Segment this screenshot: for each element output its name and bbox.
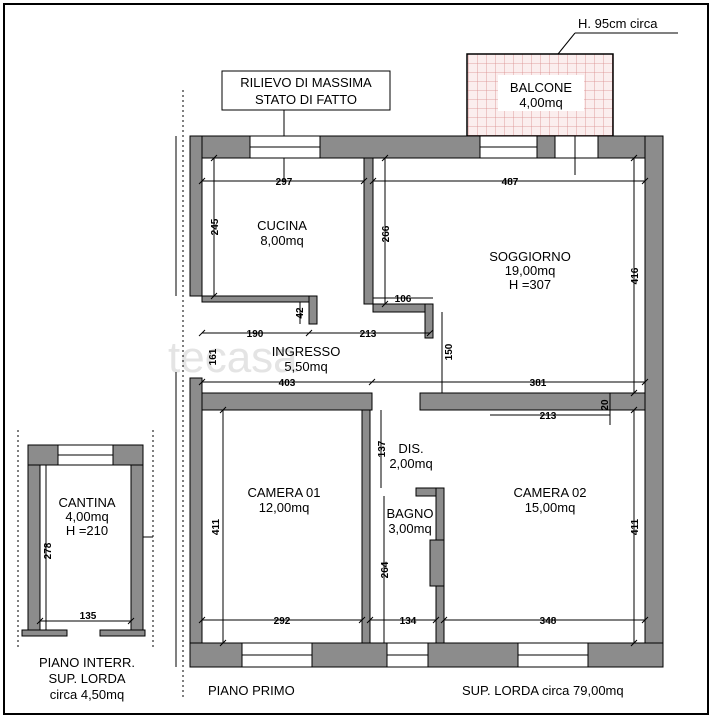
- dim-278: 278: [43, 542, 54, 559]
- room-labels: BALCONE 4,00mq CUCINA 8,00mq SOGGIORNO 1…: [248, 80, 587, 536]
- dim-297: 297: [276, 177, 293, 188]
- room-soggiorno-area: 19,00mq: [505, 263, 556, 278]
- room-soggiorno-height: H =307: [509, 277, 551, 292]
- room-dis-area: 2,00mq: [389, 456, 432, 471]
- page-frame: [3, 3, 709, 715]
- room-cucina-area: 8,00mq: [260, 233, 303, 248]
- room-camera01-name: CAMERA 01: [248, 485, 321, 500]
- dim-134: 134: [400, 616, 417, 627]
- dimension-ticks: [198, 154, 649, 647]
- dim-411-right: 411: [630, 518, 641, 535]
- survey-note-line2: STATO DI FATTO: [255, 92, 357, 107]
- room-cantina-name: CANTINA: [58, 495, 115, 510]
- dim-213-bottom: 213: [540, 411, 557, 422]
- dim-266: 266: [381, 225, 392, 242]
- dim-348: 348: [540, 616, 557, 627]
- room-cantina-height: H =210: [66, 523, 108, 538]
- room-camera02-name: CAMERA 02: [514, 485, 587, 500]
- dim-106: 106: [395, 294, 412, 305]
- total-area-label: SUP. LORDA circa 79,00mq: [462, 683, 624, 698]
- walls: [189, 135, 664, 668]
- balcony-label-bg: [498, 75, 584, 111]
- room-ingresso-area: 5,50mq: [284, 359, 327, 374]
- dim-213-top: 213: [360, 329, 377, 340]
- room-balcone-name: BALCONE: [510, 80, 572, 95]
- room-camera01-area: 12,00mq: [259, 500, 310, 515]
- room-cucina-name: CUCINA: [257, 218, 307, 233]
- dim-161: 161: [208, 348, 219, 365]
- cantina-plan: [17, 430, 154, 650]
- dim-190: 190: [247, 329, 264, 340]
- dim-150: 150: [444, 343, 455, 360]
- survey-note-line1: RILIEVO DI MASSIMA: [240, 75, 372, 90]
- dim-381: 381: [530, 378, 547, 389]
- basement-label-line1: PIANO INTERR.: [39, 655, 135, 670]
- dim-416: 416: [630, 267, 641, 284]
- dim-245: 245: [210, 218, 221, 235]
- room-camera02-area: 15,00mq: [525, 500, 576, 515]
- dim-42: 42: [295, 307, 306, 319]
- room-dis-name: DIS.: [398, 441, 423, 456]
- dim-403: 403: [279, 378, 296, 389]
- dim-137: 137: [377, 440, 388, 457]
- basement-label-line2: SUP. LORDA: [48, 671, 125, 686]
- room-soggiorno-name: SOGGIORNO: [489, 249, 571, 264]
- dim-20: 20: [600, 399, 611, 411]
- dimension-labels: 297 487 245 266 416 106 42 190 213 150 1…: [208, 177, 641, 627]
- room-cantina-area: 4,00mq: [65, 509, 108, 524]
- watermark: tecasa: [168, 333, 298, 382]
- balcony-note-leader: [557, 32, 576, 55]
- survey-note-box: [221, 70, 391, 111]
- room-bagno-area: 3,00mq: [388, 521, 431, 536]
- room-ingresso-name: INGRESSO: [272, 344, 341, 359]
- room-balcone-area: 4,00mq: [519, 95, 562, 110]
- dim-411-left: 411: [211, 518, 222, 535]
- room-bagno-name: BAGNO: [387, 506, 434, 521]
- balcony-height-note: H. 95cm circa: [578, 16, 658, 31]
- dim-487: 487: [502, 177, 519, 188]
- dim-292: 292: [274, 616, 291, 627]
- first-floor-label: PIANO PRIMO: [208, 683, 295, 698]
- dim-135: 135: [80, 611, 97, 622]
- basement-label-line3: circa 4,50mq: [50, 687, 124, 702]
- dimension-lines: [202, 158, 645, 643]
- dim-264: 264: [380, 561, 391, 578]
- windows: [241, 135, 599, 668]
